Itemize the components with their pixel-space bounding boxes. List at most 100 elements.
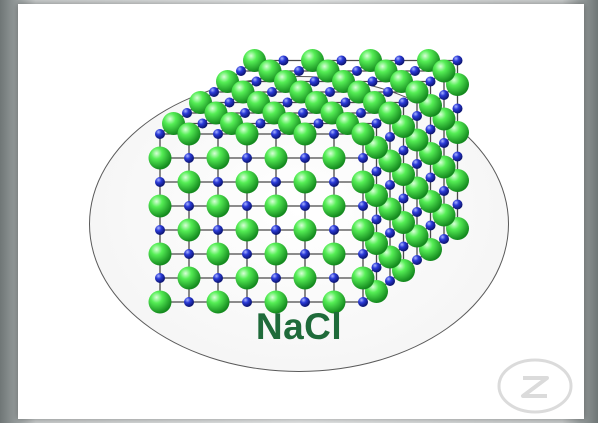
formula-label: NaCl <box>255 306 343 347</box>
sodium-ion <box>300 201 310 211</box>
sodium-ion <box>155 225 165 235</box>
chloride-ion <box>293 170 317 194</box>
sodium-ion <box>439 234 449 244</box>
sodium-ion <box>209 87 219 97</box>
chloride-ion <box>322 194 346 218</box>
chloride-ion <box>206 290 230 314</box>
chloride-ion <box>264 146 288 170</box>
sodium-ion <box>425 172 436 183</box>
sodium-ion <box>358 249 368 259</box>
sodium-ion <box>398 97 409 108</box>
sodium-ion <box>385 180 395 190</box>
sodium-ion <box>213 273 223 283</box>
sodium-ion <box>425 220 436 231</box>
chloride-ion <box>148 194 172 218</box>
sodium-ion <box>329 129 339 139</box>
chloride-ion <box>177 218 201 242</box>
chloride-ion <box>148 146 172 170</box>
sodium-ion <box>336 55 347 66</box>
chloride-ion <box>206 194 230 218</box>
sodium-ion <box>271 129 281 139</box>
chloride-ion <box>351 266 375 290</box>
sodium-ion <box>358 153 368 163</box>
sodium-ion <box>425 76 436 87</box>
chloride-ion <box>206 146 230 170</box>
sodium-ion <box>356 108 366 118</box>
sodium-ion <box>371 118 382 129</box>
sodium-ion <box>371 262 382 273</box>
sodium-ion <box>329 225 339 235</box>
chloride-ion <box>235 170 259 194</box>
sodium-ion <box>197 118 208 129</box>
sodium-ion <box>385 132 395 142</box>
sodium-ion <box>182 108 192 118</box>
chloride-ion <box>322 290 346 314</box>
chloride-ion <box>351 218 375 242</box>
chloride-ion <box>235 218 259 242</box>
chloride-ion <box>322 146 346 170</box>
chloride-ion <box>264 194 288 218</box>
sodium-ion <box>255 118 266 129</box>
sodium-ion <box>278 55 289 66</box>
chloride-ion <box>293 218 317 242</box>
sodium-ion <box>155 177 165 187</box>
sodium-ion <box>398 145 409 156</box>
sodium-ion <box>184 201 194 211</box>
chloride-ion <box>148 290 172 314</box>
sodium-ion <box>325 87 335 97</box>
sodium-ion <box>371 214 382 225</box>
sodium-ion <box>184 249 194 259</box>
chloride-ion <box>322 242 346 266</box>
sodium-ion <box>439 138 449 148</box>
sodium-ion <box>385 276 395 286</box>
sodium-ion <box>294 66 304 76</box>
sodium-ion <box>358 201 368 211</box>
sodium-ion <box>184 153 194 163</box>
chloride-ion <box>405 80 429 104</box>
sodium-ion <box>410 66 420 76</box>
chloride-ion <box>235 122 259 146</box>
sodium-ion <box>329 273 339 283</box>
sodium-ion <box>452 199 463 210</box>
sodium-ion <box>300 249 310 259</box>
sodium-ion <box>439 90 449 100</box>
chloride-ion <box>293 266 317 290</box>
sodium-ion <box>282 97 293 108</box>
sodium-ion <box>398 193 409 204</box>
lattice-atoms <box>148 49 469 314</box>
sodium-ion <box>412 207 422 217</box>
sodium-ion <box>412 255 422 265</box>
sodium-ion <box>224 97 235 108</box>
chloride-ion <box>432 59 456 83</box>
sodium-ion <box>371 166 382 177</box>
sodium-ion <box>251 76 262 87</box>
sodium-ion <box>240 108 250 118</box>
chloride-ion <box>378 101 402 125</box>
sodium-ion <box>352 66 362 76</box>
sodium-ion <box>439 186 449 196</box>
sodium-ion <box>412 111 422 121</box>
sodium-ion <box>271 177 281 187</box>
sodium-ion <box>242 297 252 307</box>
chloride-ion <box>351 122 375 146</box>
sodium-ion <box>367 76 378 87</box>
sodium-ion <box>398 241 409 252</box>
chloride-ion <box>264 242 288 266</box>
chloride-ion <box>206 242 230 266</box>
chloride-ion <box>293 122 317 146</box>
chloride-ion <box>177 122 201 146</box>
sodium-ion <box>271 225 281 235</box>
sodium-ion <box>267 87 277 97</box>
chloride-ion <box>235 266 259 290</box>
sodium-ion <box>242 201 252 211</box>
sodium-ion <box>358 297 368 307</box>
sodium-ion <box>452 55 463 66</box>
zazzle-watermark-icon <box>497 358 573 414</box>
sodium-ion <box>313 118 324 129</box>
sodium-ion <box>155 129 165 139</box>
sodium-ion <box>452 103 463 114</box>
sodium-ion <box>155 273 165 283</box>
sodium-ion <box>383 87 393 97</box>
chloride-ion <box>177 170 201 194</box>
